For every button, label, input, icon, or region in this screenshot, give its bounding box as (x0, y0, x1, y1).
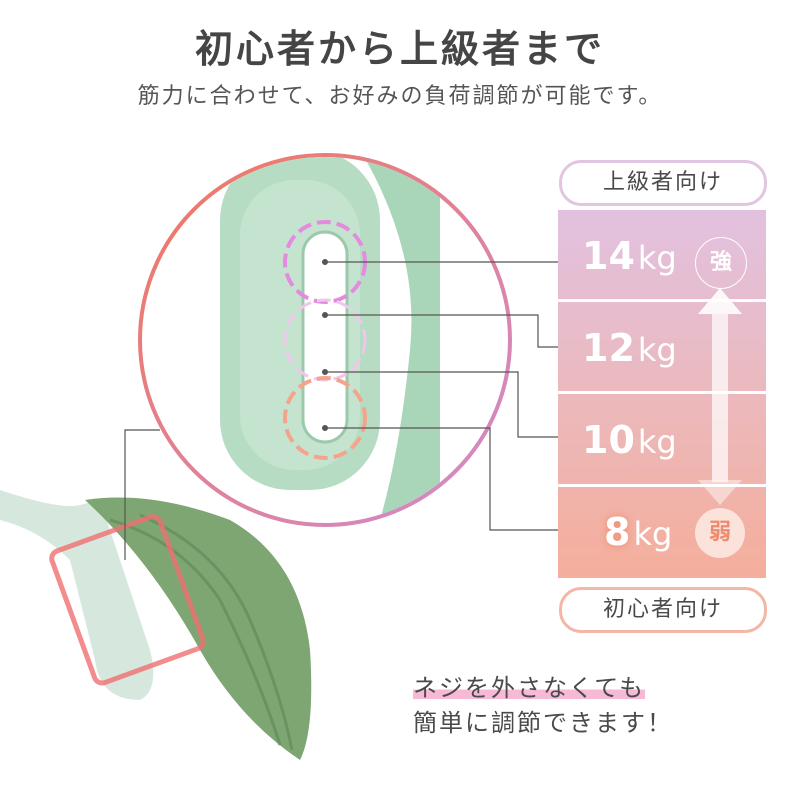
strong-badge: 強 (695, 237, 747, 289)
page-subtitle: 筋力に合わせて、お好みの負荷調節が可能です。 (137, 84, 663, 109)
weight-value: 12 (582, 326, 635, 370)
weight-unit: kg (633, 515, 673, 553)
weight-value: 8 (604, 510, 631, 554)
note-line-1: ネジを外さなくても (413, 668, 646, 703)
page-title: 初心者から上級者まで (194, 27, 605, 71)
advanced-label: 上級者向け (559, 160, 767, 206)
weak-badge: 弱 (695, 508, 745, 558)
beginner-label: 初心者向け (559, 587, 767, 633)
level-row-12kg: 12kg (558, 304, 766, 393)
weight-unit: kg (637, 331, 677, 369)
weight-value: 10 (582, 418, 635, 462)
level-row-14kg: 14kg (558, 212, 766, 301)
weight-unit: kg (637, 423, 677, 461)
weight-value: 14 (582, 234, 635, 278)
level-row-10kg: 10kg (558, 396, 766, 485)
level-row-8kg: 8kg (558, 488, 766, 577)
weight-unit: kg (637, 239, 677, 277)
note-line-2: 簡単に調節できます！ (413, 709, 673, 737)
double-arrow-icon (698, 288, 742, 505)
